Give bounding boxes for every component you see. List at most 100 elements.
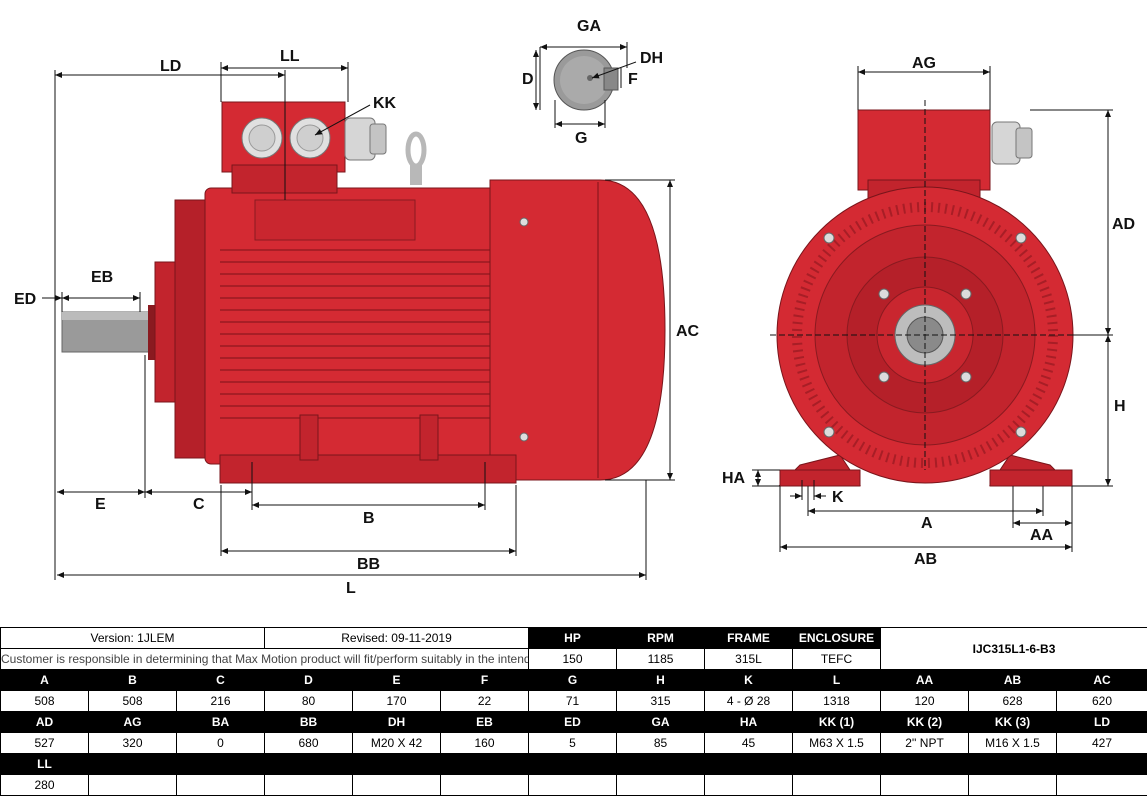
label-ad: AD bbox=[1112, 216, 1135, 233]
label-dh: DH bbox=[640, 50, 663, 67]
motor-dimension-drawing: LD LL KK GA DH D F G AG AD AC ED EB E C … bbox=[14, 18, 1135, 597]
frame-header: FRAME bbox=[704, 627, 794, 649]
label-h: H bbox=[1114, 398, 1126, 415]
dim-value: 5 bbox=[528, 732, 618, 754]
dim-value: 45 bbox=[704, 732, 794, 754]
spec-table: Version: 1JLEM Revised: 09-11-2019 HP RP… bbox=[0, 627, 1147, 796]
dim-value: 427 bbox=[1056, 732, 1147, 754]
dims3-value-row: 280 bbox=[0, 774, 1147, 796]
label-ag: AG bbox=[912, 55, 936, 72]
dim-value: 620 bbox=[1056, 690, 1147, 712]
label-l: L bbox=[346, 580, 356, 597]
dim-header: KK (2) bbox=[880, 711, 970, 733]
label-ed: ED bbox=[14, 291, 36, 308]
dims2-header-row: AD AG BA BB DH EB ED GA HA KK (1) KK (2)… bbox=[0, 711, 1147, 733]
dim-header: F bbox=[440, 669, 530, 691]
dim-value: 315 bbox=[616, 690, 706, 712]
dim-header: AB bbox=[968, 669, 1058, 691]
label-e: E bbox=[95, 496, 106, 513]
dim-header: AA bbox=[880, 669, 970, 691]
dim-header: KK (1) bbox=[792, 711, 882, 733]
label-ll: LL bbox=[280, 48, 300, 65]
dim-header: DH bbox=[352, 711, 442, 733]
dim-value: 527 bbox=[0, 732, 89, 754]
revised-cell: Revised: 09-11-2019 bbox=[264, 627, 530, 649]
dim-value: 216 bbox=[175, 690, 266, 712]
info-row-1: Version: 1JLEM Revised: 09-11-2019 HP RP… bbox=[0, 627, 1147, 670]
dim-value: M20 X 42 bbox=[352, 732, 442, 754]
dim-value: 320 bbox=[88, 732, 177, 754]
frame-value: 315L bbox=[704, 648, 794, 670]
dim-value: 508 bbox=[88, 690, 177, 712]
dim-header: EB bbox=[440, 711, 530, 733]
dim-header: AG bbox=[88, 711, 177, 733]
dims1-header-row: A B C D E F G H K L AA AB AC bbox=[0, 669, 1147, 691]
dim-value: 4 - Ø 28 bbox=[704, 690, 794, 712]
disclaimer-note: Customer is responsible in determining t… bbox=[0, 648, 530, 670]
label-f: F bbox=[628, 71, 638, 88]
rpm-value: 1185 bbox=[616, 648, 706, 670]
label-b: B bbox=[363, 510, 375, 527]
label-kk: KK bbox=[373, 95, 397, 112]
shaft-end-detail bbox=[553, 49, 619, 111]
dim-header: D bbox=[264, 669, 354, 691]
dim-value: 120 bbox=[880, 690, 970, 712]
dim-header: BA bbox=[175, 711, 266, 733]
dim-header: A bbox=[0, 669, 89, 691]
label-ha: HA bbox=[722, 470, 746, 487]
dim-header: LL bbox=[0, 753, 89, 775]
dim-header: G bbox=[528, 669, 618, 691]
dim-header: E bbox=[352, 669, 442, 691]
dim-header: K bbox=[704, 669, 794, 691]
dim-header: BB bbox=[264, 711, 354, 733]
dims1-value-row: 508 508 216 80 170 22 71 315 4 - Ø 28 13… bbox=[0, 690, 1147, 712]
label-a: A bbox=[921, 515, 933, 532]
motor-feet bbox=[219, 454, 517, 484]
rpm-header: RPM bbox=[616, 627, 706, 649]
dim-value: 22 bbox=[440, 690, 530, 712]
label-eb: EB bbox=[91, 269, 113, 286]
label-k: K bbox=[832, 489, 844, 506]
dim-value: 71 bbox=[528, 690, 618, 712]
dim-header: L bbox=[792, 669, 882, 691]
label-d: D bbox=[522, 71, 534, 88]
dim-value: M16 X 1.5 bbox=[968, 732, 1058, 754]
label-ac: AC bbox=[676, 323, 700, 340]
label-c: C bbox=[193, 496, 205, 513]
dim-value: 628 bbox=[968, 690, 1058, 712]
dim-value: 508 bbox=[0, 690, 89, 712]
label-aa: AA bbox=[1030, 527, 1054, 544]
dim-header: B bbox=[88, 669, 177, 691]
dim-header: H bbox=[616, 669, 706, 691]
dim-value: 680 bbox=[264, 732, 354, 754]
label-ld: LD bbox=[160, 58, 181, 75]
dim-header: AC bbox=[1056, 669, 1147, 691]
dim-value: 280 bbox=[0, 774, 89, 796]
dim-value: 85 bbox=[616, 732, 706, 754]
label-ga: GA bbox=[577, 18, 601, 35]
side-view-motor bbox=[61, 101, 666, 484]
label-g: G bbox=[575, 130, 587, 147]
dims2-value-row: 527 320 0 680 M20 X 42 160 5 85 45 M63 X… bbox=[0, 732, 1147, 754]
enclosure-value: TEFC bbox=[792, 648, 882, 670]
dim-value: 160 bbox=[440, 732, 530, 754]
dim-header: KK (3) bbox=[968, 711, 1058, 733]
dim-header: ED bbox=[528, 711, 618, 733]
version-cell: Version: 1JLEM bbox=[0, 627, 266, 649]
dim-header: C bbox=[175, 669, 266, 691]
enclosure-header: ENCLOSURE bbox=[792, 627, 882, 649]
dim-header: GA bbox=[616, 711, 706, 733]
dim-value: 2'' NPT bbox=[880, 732, 970, 754]
dim-header: AD bbox=[0, 711, 89, 733]
hp-header: HP bbox=[528, 627, 618, 649]
dim-header: LD bbox=[1056, 711, 1147, 733]
dim-value: 170 bbox=[352, 690, 442, 712]
dim-value: 0 bbox=[175, 732, 266, 754]
dim-header: HA bbox=[704, 711, 794, 733]
label-bb: BB bbox=[357, 556, 380, 573]
label-ab: AB bbox=[914, 551, 937, 568]
dims3-header-row: LL bbox=[0, 753, 1147, 775]
dim-value: 80 bbox=[264, 690, 354, 712]
hp-value: 150 bbox=[528, 648, 618, 670]
model-number: IJC315L1-6-B3 bbox=[880, 627, 1147, 670]
